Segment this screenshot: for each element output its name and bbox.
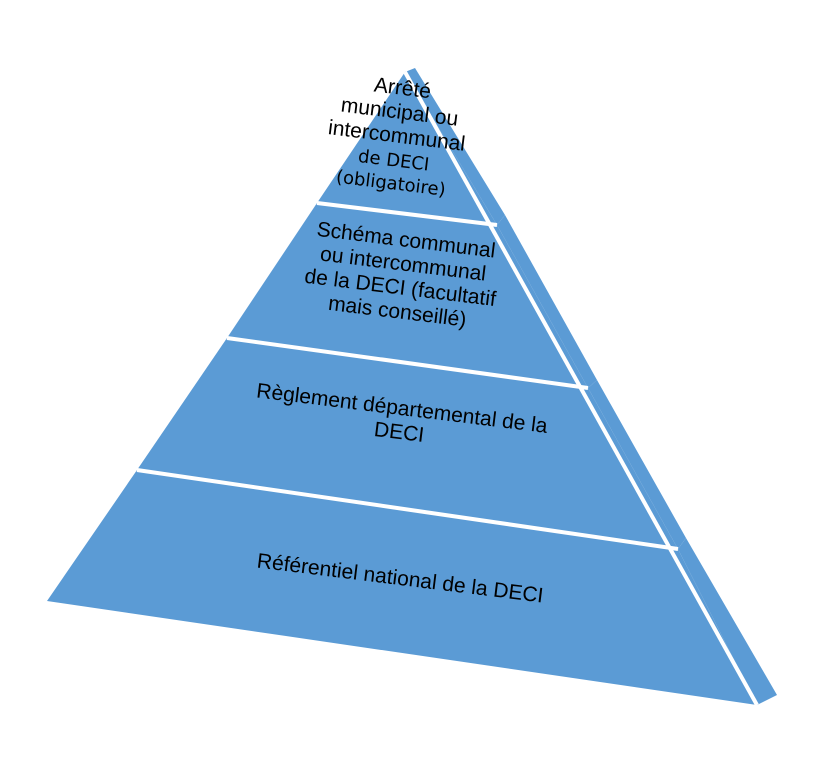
- tier-4-shape: [47, 470, 757, 705]
- tier-1-label: Arrêté municipal ou intercommunal de DEC…: [327, 73, 467, 200]
- pyramid-face: [47, 72, 757, 705]
- separator-3: [136, 468, 679, 551]
- side-strip-3: [588, 380, 686, 549]
- separator-side: [403, 71, 759, 706]
- tier-separators: [136, 71, 759, 706]
- side-strip-1: [405, 68, 505, 225]
- tier-1-shape: [317, 72, 497, 225]
- side-strip-4: [678, 538, 777, 705]
- tier-2-shape: [227, 203, 588, 388]
- pyramid-side: [405, 68, 777, 705]
- separator-2: [226, 336, 589, 390]
- tier-3-shape: [137, 338, 678, 549]
- separator-1: [316, 201, 498, 227]
- side-strip-2: [497, 215, 597, 388]
